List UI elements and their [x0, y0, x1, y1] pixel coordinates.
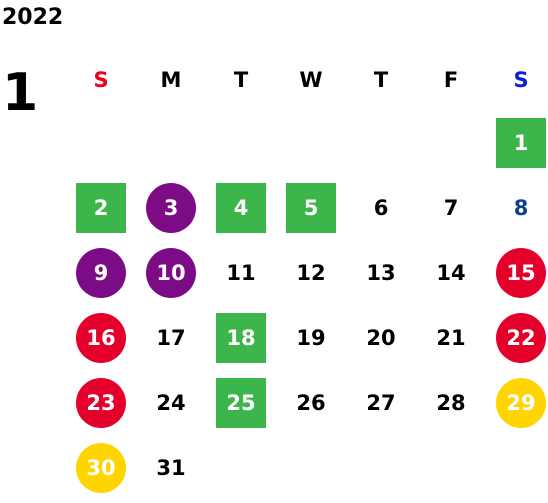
day-cell[interactable]: 11 [206, 240, 276, 305]
empty-cell [206, 110, 276, 175]
day-number: 28 [436, 390, 466, 415]
day-cell[interactable]: 9 [66, 240, 136, 305]
day-cell[interactable]: 2 [66, 175, 136, 240]
day-number: 10 [146, 247, 196, 298]
day-cell[interactable]: 18 [206, 305, 276, 370]
day-number: 25 [216, 377, 266, 428]
day-number: 30 [76, 442, 126, 493]
day-cell[interactable]: 21 [416, 305, 486, 370]
day-number: 21 [436, 325, 466, 350]
day-cell[interactable]: 31 [136, 435, 206, 500]
weekday-friday: F [443, 68, 459, 92]
day-number: 7 [443, 195, 459, 220]
day-cell[interactable]: 4 [206, 175, 276, 240]
empty-cell [136, 110, 206, 175]
day-cell[interactable]: 1 [486, 110, 548, 175]
day-number: 26 [296, 390, 326, 415]
day-cell[interactable]: 16 [66, 305, 136, 370]
day-number: 14 [436, 260, 466, 285]
day-number: 31 [156, 455, 186, 480]
month-number: 1 [2, 63, 39, 123]
day-cell[interactable]: 12 [276, 240, 346, 305]
day-number: 1 [496, 117, 546, 168]
day-cell[interactable]: 10 [136, 240, 206, 305]
day-number: 8 [513, 195, 529, 220]
day-number: 20 [366, 325, 396, 350]
day-number: 3 [146, 182, 196, 233]
day-number: 13 [366, 260, 396, 285]
day-cell[interactable]: 17 [136, 305, 206, 370]
day-number: 29 [496, 377, 546, 428]
weekday-saturday: S [513, 68, 529, 92]
weekday-monday: M [160, 68, 182, 92]
day-number: 17 [156, 325, 186, 350]
day-cell[interactable]: 13 [346, 240, 416, 305]
day-number: 5 [286, 182, 336, 233]
day-number: 19 [296, 325, 326, 350]
day-number: 9 [76, 247, 126, 298]
empty-cell [346, 110, 416, 175]
day-cell[interactable]: 6 [346, 175, 416, 240]
day-cell[interactable]: 28 [416, 370, 486, 435]
day-cell[interactable]: 8 [486, 175, 548, 240]
day-number: 2 [76, 182, 126, 233]
day-cell[interactable]: 7 [416, 175, 486, 240]
day-number: 15 [496, 247, 546, 298]
day-number: 11 [226, 260, 256, 285]
day-cell[interactable]: 3 [136, 175, 206, 240]
day-number: 12 [296, 260, 326, 285]
day-cell[interactable]: 30 [66, 435, 136, 500]
day-number: 23 [76, 377, 126, 428]
day-cell[interactable]: 27 [346, 370, 416, 435]
day-cell[interactable]: 22 [486, 305, 548, 370]
empty-cell [416, 110, 486, 175]
weekday-thursday: T [373, 68, 389, 92]
day-cell[interactable]: 14 [416, 240, 486, 305]
day-cell[interactable]: 23 [66, 370, 136, 435]
day-number: 22 [496, 312, 546, 363]
year-label: 2022 [2, 5, 64, 30]
day-number: 24 [156, 390, 186, 415]
day-cell[interactable]: 26 [276, 370, 346, 435]
day-cell[interactable]: 19 [276, 305, 346, 370]
weekday-tuesday: T [233, 68, 249, 92]
day-number: 6 [373, 195, 389, 220]
day-number: 18 [216, 312, 266, 363]
day-cell[interactable]: 29 [486, 370, 548, 435]
weekday-wednesday: W [299, 68, 323, 92]
day-cell[interactable]: 20 [346, 305, 416, 370]
day-cell[interactable]: 25 [206, 370, 276, 435]
day-number: 16 [76, 312, 126, 363]
weekday-sunday: S [93, 68, 109, 92]
day-cell[interactable]: 24 [136, 370, 206, 435]
day-number: 27 [366, 390, 396, 415]
empty-cell [276, 110, 346, 175]
empty-cell [66, 110, 136, 175]
day-cell[interactable]: 15 [486, 240, 548, 305]
day-cell[interactable]: 5 [276, 175, 346, 240]
day-number: 4 [216, 182, 266, 233]
